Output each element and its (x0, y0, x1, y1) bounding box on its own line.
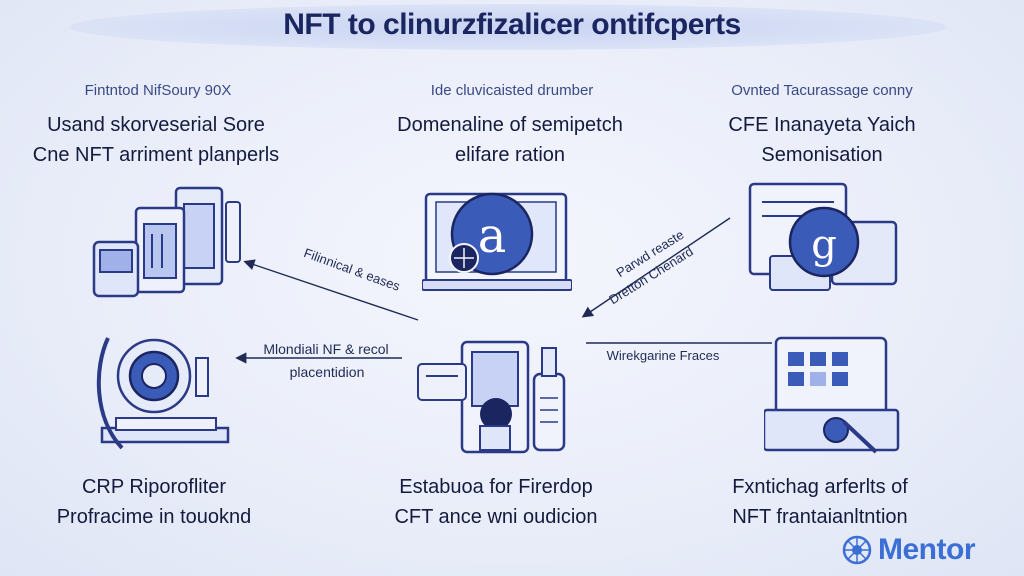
bottom-label-left-line-1: CRP Riporofliter (81, 476, 227, 498)
brand-name: Mentor (878, 533, 976, 566)
top-label-center-line-2: elifare ration (454, 144, 566, 166)
note-middle-right: Wirekgarine Fraces (606, 348, 720, 363)
machine-pipe-icon (96, 337, 230, 450)
note-middle-left-1: Mlondiali NF & recol (263, 341, 389, 357)
bottom-label-left: CRP Riporofliter Profracime in touoknd (0, 472, 314, 532)
top-label-right: CFE Inanayeta Yaich Semonisation (662, 110, 982, 170)
brand-logo: Mentor (842, 530, 1022, 570)
laptop-coin-icon: a (422, 192, 572, 291)
bottom-label-left-line-2: Profracime in touoknd (56, 506, 252, 528)
devices-icon (92, 186, 241, 298)
arrow-top-left (243, 259, 419, 321)
title-banner (70, 4, 946, 50)
arrow-top-right (581, 217, 731, 318)
bottom-label-right-line-1: Fxntichag arferlts of (732, 476, 908, 498)
column-heading-left: Fintntod NifSoury 90X (84, 82, 232, 99)
bottom-label-right: Fxntichag arferlts of NFT frantaianltnti… (660, 472, 980, 532)
column-heading-right: Ovnted Tacurassage conny (731, 82, 913, 99)
top-label-center: Domenaline of semipetch elifare ration (350, 110, 670, 170)
page-title: NFT to clinurzfizalicer ontifcperts (283, 8, 741, 41)
top-label-right-line-2: Semonisation (761, 144, 883, 166)
documents-coin-icon: g (748, 182, 898, 291)
mentor-logo-icon (842, 535, 872, 565)
bottom-label-center-line-2: CFT ance wni oudicion (394, 506, 598, 528)
column-heading-center: Ide cluvicaisted drumber (430, 82, 594, 99)
bottom-label-center: Estabuoa for Firerdop CFT ance wni oudic… (336, 472, 656, 532)
bottom-label-right-line-2: NFT frantaianltntion (732, 506, 908, 528)
top-label-center-line-1: Domenaline of semipetch (397, 114, 623, 136)
note-middle-left-2: placentidion (289, 364, 365, 380)
bottom-label-center-line-1: Estabuoa for Firerdop (399, 476, 593, 498)
svg-text:a: a (478, 208, 507, 264)
top-label-left-line-2: Cne NFT arriment planperls (32, 144, 280, 166)
top-label-right-line-1: CFE Inanayeta Yaich (728, 114, 916, 136)
svg-text:g: g (811, 222, 837, 268)
phone-bottle-icon (417, 340, 566, 454)
top-label-left: Usand skorveserial Sore Cne NFT arriment… (0, 110, 316, 170)
top-label-left-line-1: Usand skorveserial Sore (47, 114, 265, 136)
dashboard-monitor-icon (764, 336, 900, 454)
